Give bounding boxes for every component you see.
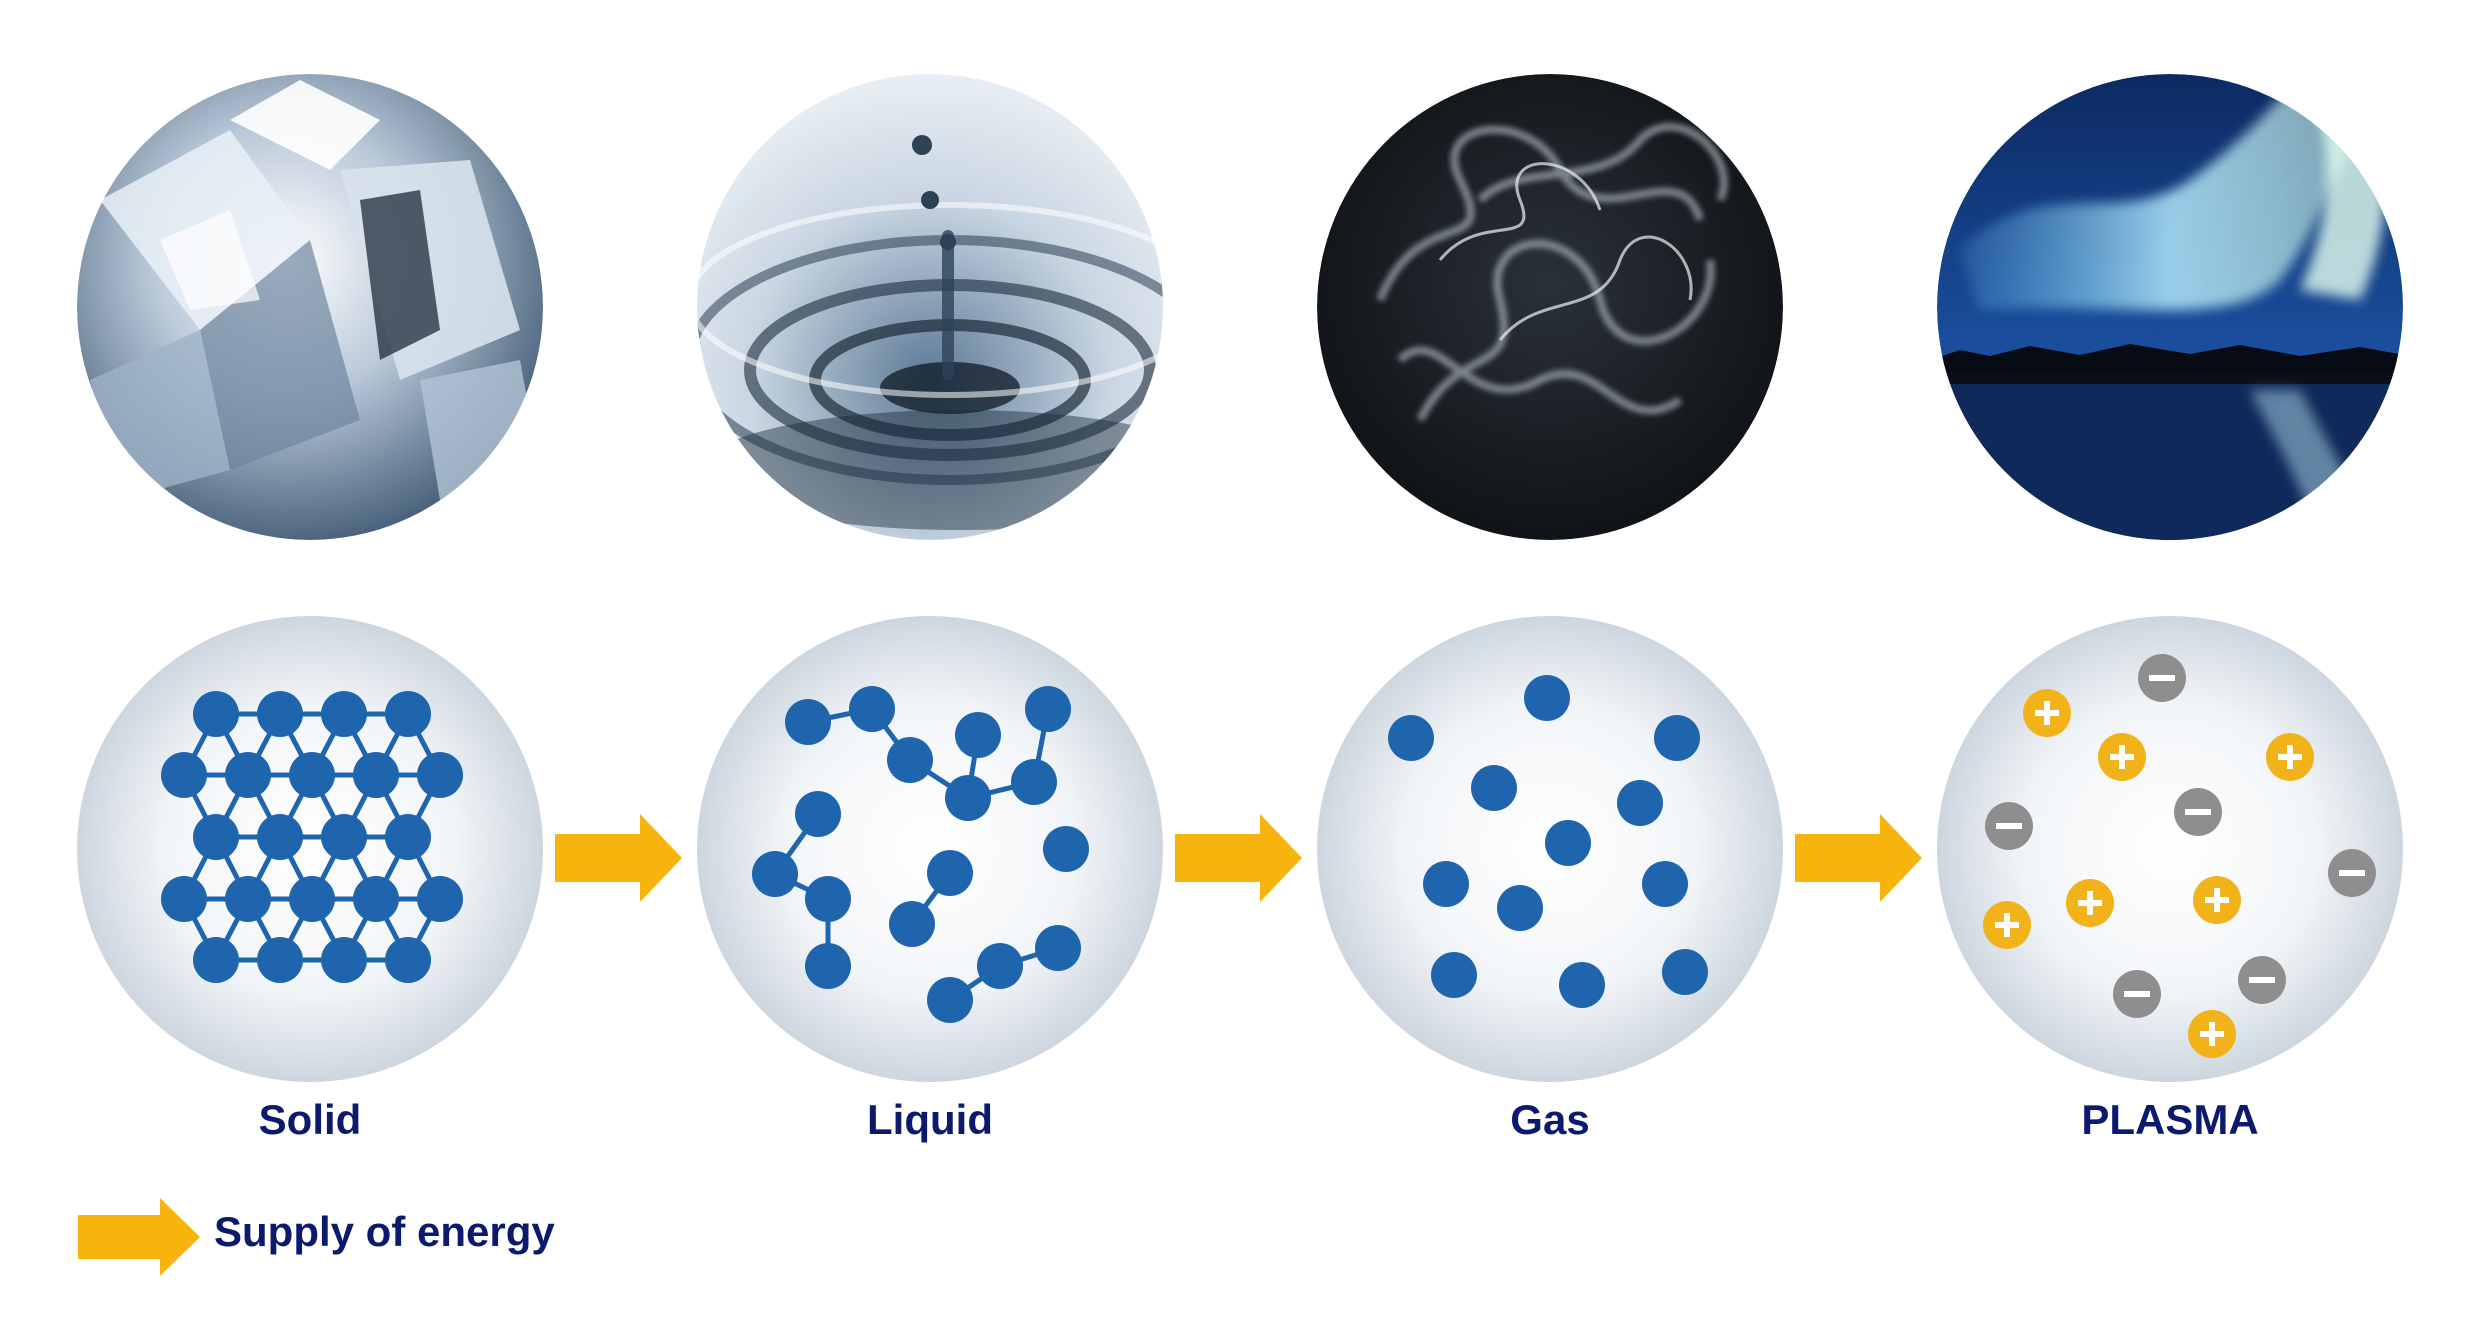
negative-electron-icon [2238,956,2286,1004]
liquid-particle [927,850,973,896]
negative-electron-icon [2113,970,2161,1018]
solid-particle [353,752,399,798]
gas-particles [1388,675,1708,1008]
positive-ion-icon [2023,689,2071,737]
liquid-particle [805,876,851,922]
liquid-particle [1035,925,1081,971]
photo-aurora-borealis [1937,74,2403,540]
liquid-particle [887,737,933,783]
arrow-right-icon [1795,814,1922,902]
solid-particle [321,937,367,983]
solid-particle [385,691,431,737]
solid-particle [257,691,303,737]
positive-ion-icon [2098,733,2146,781]
liquid-particle [977,943,1023,989]
solid-particle-bubble [77,616,543,1082]
negative-electron-icon [2328,849,2376,897]
photo-smoke-wisps [1317,74,1783,540]
liquid-particle [805,943,851,989]
solid-particle [385,937,431,983]
liquid-particle [1043,826,1089,872]
solid-particle [257,937,303,983]
positive-ion-icon [2188,1010,2236,1058]
liquid-particle [889,901,935,947]
liquid-particle [1011,759,1057,805]
positive-ion-icon [2193,876,2241,924]
photo-ice-cubes [77,74,543,540]
photo-water-drop-ripples [697,74,1163,540]
liquid-particle [785,699,831,745]
liquid-particle [752,851,798,897]
liquid-particle [927,977,973,1023]
solid-particle [321,691,367,737]
gas-particle [1654,715,1700,761]
gas-particle [1497,885,1543,931]
solid-particle [289,752,335,798]
solid-particle [385,814,431,860]
legend-label: Supply of energy [214,1208,555,1255]
solid-particle [193,691,239,737]
negative-electron-icon [2138,654,2186,702]
state-label-plasma: PLASMA [2081,1096,2259,1143]
arrow-right-icon [555,814,682,902]
legend-arrow-icon [78,1198,200,1276]
solid-particle [289,876,335,922]
solid-particle [161,876,207,922]
positive-ion-icon [2266,733,2314,781]
liquid-particle [955,712,1001,758]
liquid-particle [795,791,841,837]
state-label-solid: Solid [258,1096,362,1143]
state-label-liquid: Liquid [867,1096,993,1143]
liquid-particle [849,686,895,732]
solid-particle [257,814,303,860]
solid-particle [417,752,463,798]
arrow-right-icon [1175,814,1302,902]
solid-particle [193,814,239,860]
gas-particle [1559,962,1605,1008]
gas-particle [1388,715,1434,761]
positive-ion-icon [1983,901,2031,949]
gas-particle [1642,861,1688,907]
gas-particle [1617,780,1663,826]
gas-particle [1545,820,1591,866]
solid-particle [161,752,207,798]
gas-particle [1431,952,1477,998]
gas-particle [1471,765,1517,811]
state-label-gas: Gas [1510,1096,1590,1143]
liquid-chains [752,686,1089,1023]
positive-ion-icon [2066,879,2114,927]
solid-particle [193,937,239,983]
gas-particle [1524,675,1570,721]
negative-electron-icon [1985,802,2033,850]
solid-lattice [161,691,463,983]
solid-particle [353,876,399,922]
solid-particle [321,814,367,860]
negative-electron-icon [2174,788,2222,836]
liquid-particle-bubble [697,616,1163,1082]
liquid-particle [1025,686,1071,732]
solid-particle [225,752,271,798]
solid-particle [417,876,463,922]
liquid-particle [945,775,991,821]
gas-particle [1423,861,1469,907]
gas-particle [1662,949,1708,995]
plasma-particles [1983,654,2376,1058]
solid-particle [225,876,271,922]
